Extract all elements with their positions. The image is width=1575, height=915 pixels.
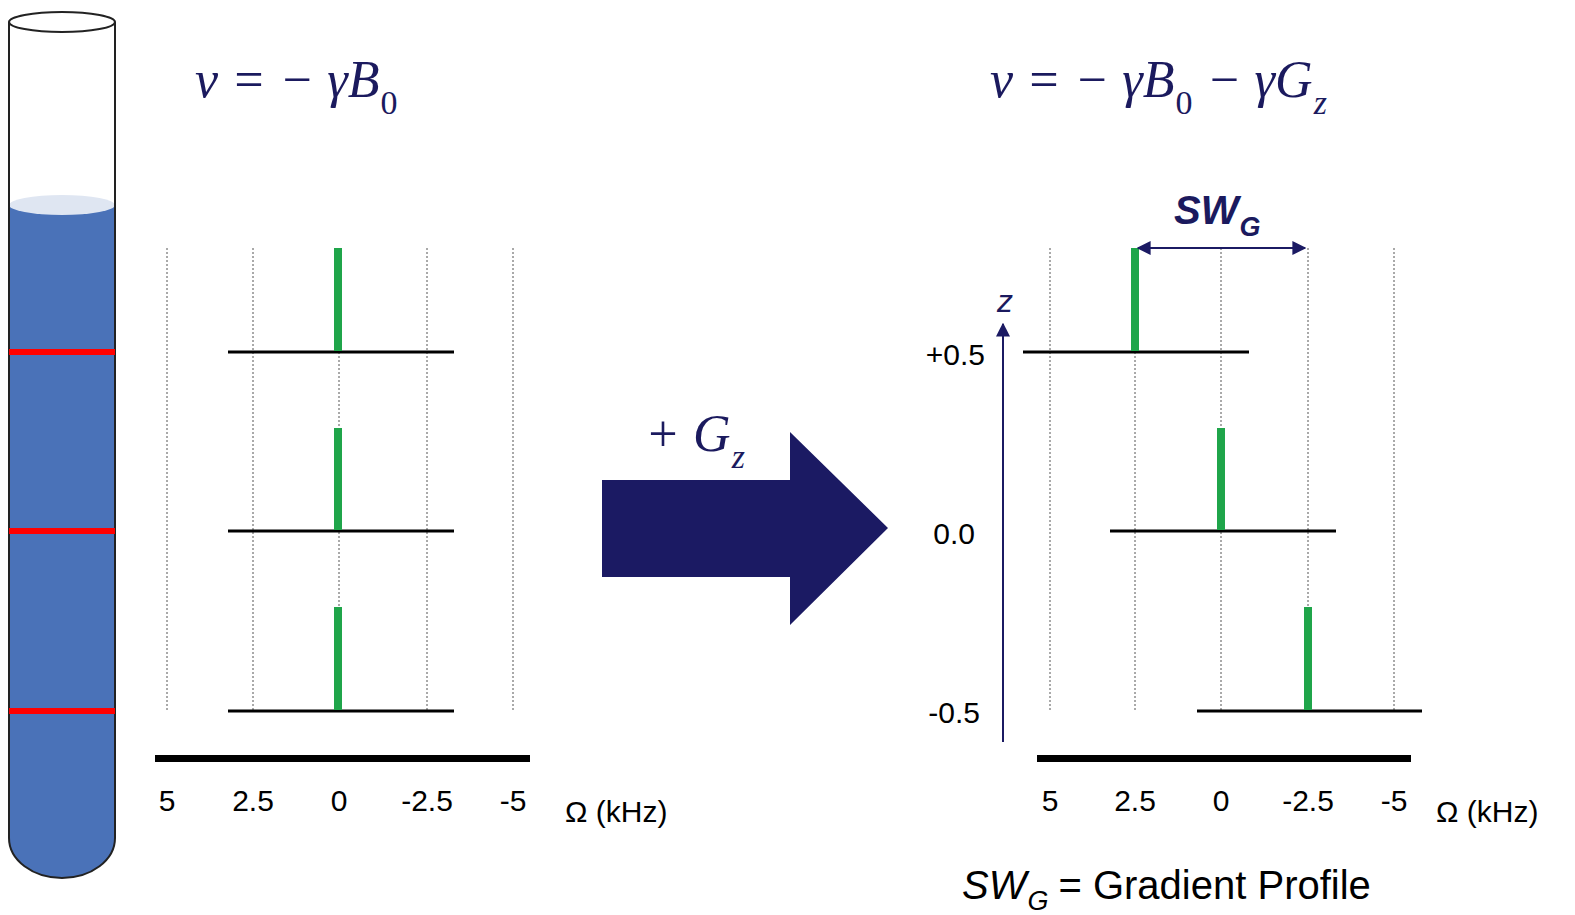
tick-label: 2.5	[1114, 786, 1156, 816]
tick-label: -2.5	[1282, 786, 1334, 816]
gradient-subscript: z	[732, 440, 745, 474]
formula: − γG	[1207, 54, 1313, 106]
tick-label: 5	[1042, 786, 1059, 816]
spectrum-baselines	[228, 352, 1422, 711]
z-tick: 0.0	[933, 519, 975, 549]
sw-label: SW	[1174, 190, 1238, 230]
formula-subscript: 0	[1176, 86, 1193, 120]
tick-label: -2.5	[401, 786, 453, 816]
tick-label: -5	[500, 786, 527, 816]
tick-label: 5	[159, 786, 176, 816]
sw-arrow	[1138, 247, 1305, 249]
tick-label: 2.5	[232, 786, 274, 816]
test-tube	[9, 12, 115, 878]
axis-title: z	[997, 285, 1013, 317]
sw-subscript: G	[1239, 214, 1260, 241]
reference-grid	[167, 248, 1394, 712]
axis-unit: Ω (kHz)	[565, 797, 667, 827]
tick-label: -5	[1381, 786, 1408, 816]
tick-label: 0	[331, 786, 348, 816]
caption-term: SW	[962, 865, 1026, 905]
peaks	[334, 248, 1312, 710]
z-tick: -0.5	[928, 698, 980, 728]
formula: ν = − γB	[990, 54, 1175, 106]
caption-subscript: G	[1027, 888, 1048, 915]
tick-label: 0	[1213, 786, 1230, 816]
frequency-axis	[155, 755, 1411, 762]
formula: ν = − γB	[195, 54, 380, 106]
gradient-label: + G	[645, 408, 731, 460]
formula-subscript: z	[1314, 86, 1327, 120]
z-axis	[1002, 324, 1004, 742]
caption-text: = Gradient Profile	[1058, 865, 1370, 905]
axis-unit: Ω (kHz)	[1436, 797, 1538, 827]
transform-arrow	[602, 432, 888, 625]
formula-subscript: 0	[381, 86, 398, 120]
z-tick: +0.5	[926, 340, 985, 370]
